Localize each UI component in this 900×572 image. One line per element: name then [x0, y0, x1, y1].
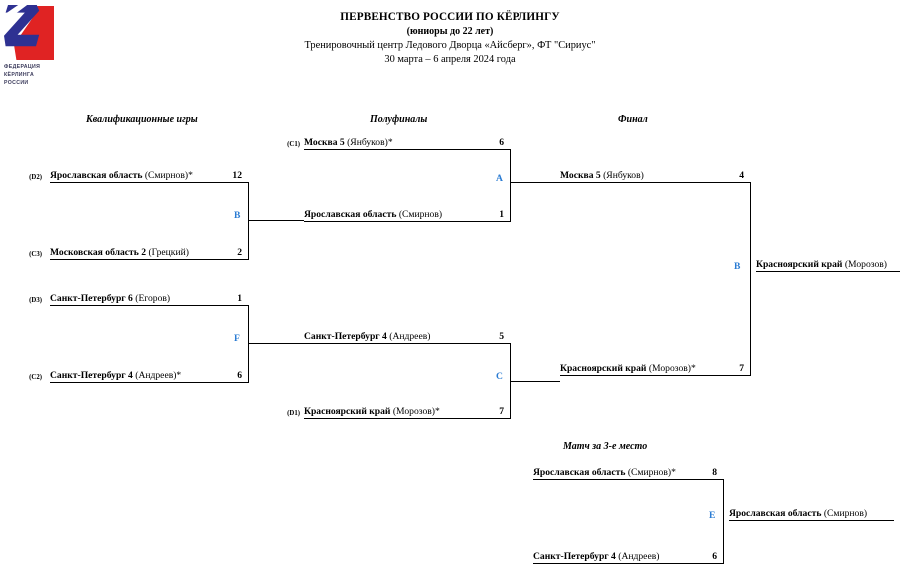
team-score: 12: [232, 170, 242, 181]
team-name: Санкт-Петербург 4: [533, 551, 616, 562]
bracket-connector: [248, 220, 304, 221]
page-title-block: ПЕРВЕНСТВО РОССИИ ПО КЁРЛИНГУ (юниоры до…: [250, 10, 650, 66]
page-subtitle: (юниоры до 22 лет): [406, 25, 494, 37]
team-row: Красноярский край (Морозов)*: [560, 363, 750, 376]
team-name: Санкт-Петербург 6: [50, 293, 133, 304]
round-heading-qualification: Квалификационные игры: [86, 114, 198, 125]
bracket-connector: [248, 343, 304, 344]
match-letter-final: B: [734, 261, 741, 272]
team-name: Московская область 2: [50, 247, 147, 258]
team-name: Санкт-Петербург 4: [304, 331, 387, 342]
page-title: ПЕРВЕНСТВО РОССИИ ПО КЁРЛИНГУ: [340, 11, 560, 23]
team-skip: (Егоров): [135, 293, 171, 304]
bracket-connector: [723, 479, 724, 564]
team-score: 5: [499, 331, 504, 342]
team-skip: (Морозов): [844, 259, 887, 270]
logo-text-line-2: КЁРЛИНГА: [4, 72, 35, 79]
team-score: 6: [499, 137, 504, 148]
team-score: 8: [712, 467, 717, 478]
team-row: Санкт-Петербург 4 (Андреев): [533, 551, 723, 564]
team-row: Ярославская область (Смирнов): [304, 209, 510, 222]
team-name: Москва 5: [560, 170, 601, 181]
bracket-connector: [248, 305, 249, 383]
match-letter-c: C: [496, 371, 503, 382]
team-score: 6: [712, 551, 717, 562]
team-name: Красноярский край: [304, 406, 391, 417]
match-letter-a: A: [496, 173, 503, 184]
team-row: Москва 5 (Янбуков)*: [304, 137, 510, 150]
team-skip: (Янбуков)*: [347, 137, 393, 148]
team-score: 1: [499, 209, 504, 220]
match-letter-f: F: [234, 333, 240, 344]
seed-label-d2: (D2): [29, 174, 42, 181]
team-name: Красноярский край: [560, 363, 647, 374]
team-row: Ярославская область (Смирнов)*: [533, 467, 723, 480]
team-score: 7: [499, 406, 504, 417]
team-name: Санкт-Петербург 4: [50, 370, 133, 381]
team-skip: (Смирнов): [823, 508, 868, 519]
team-skip: (Андреев)*: [135, 370, 182, 381]
team-skip: (Янбуков): [603, 170, 644, 181]
team-row: Санкт-Петербург 4 (Андреев)*: [50, 370, 248, 383]
bracket-connector: [510, 149, 511, 222]
seed-label-d1: (D1): [287, 410, 300, 417]
team-skip: (Смирнов): [398, 209, 443, 220]
team-skip: (Андреев): [618, 551, 660, 562]
team-name: Москва 5: [304, 137, 345, 148]
logo-text-line-1: ФЕДЕРАЦИЯ: [4, 64, 41, 70]
team-row: Ярославская область (Смирнов)*: [50, 170, 248, 183]
venue-text: Тренировочный центр Ледового Дворца «Айс…: [304, 39, 596, 51]
match-letter-b: B: [234, 210, 241, 221]
team-score: 4: [739, 170, 744, 181]
team-name: Ярославская область: [533, 467, 626, 478]
bracket-connector: [248, 182, 249, 260]
seed-label-c2: (C2): [29, 374, 42, 381]
team-score: 6: [237, 370, 242, 381]
logo-mark-icon: [4, 4, 56, 60]
team-row: Красноярский край (Морозов)*: [304, 406, 510, 419]
round-heading-semifinals: Полуфиналы: [370, 114, 428, 125]
team-skip: (Грецкий): [148, 247, 189, 258]
team-row: Москва 5 (Янбуков): [560, 170, 750, 183]
team-name: Ярославская область: [729, 508, 822, 519]
bracket-connector: [510, 381, 560, 382]
team-score: 2: [237, 247, 242, 258]
bracket-connector: [510, 182, 560, 183]
federation-logo: ФЕДЕРАЦИЯ КЁРЛИНГА РОССИИ: [4, 4, 60, 86]
team-score: 1: [237, 293, 242, 304]
team-row: Санкт-Петербург 6 (Егоров): [50, 293, 248, 306]
match-letter-e: E: [709, 510, 716, 521]
round-heading-third-place: Матч за 3-е место: [563, 441, 648, 452]
bracket-connector: [750, 182, 751, 376]
round-heading-final: Финал: [618, 114, 648, 125]
seed-label-c1: (C1): [287, 141, 300, 148]
team-name: Красноярский край: [756, 259, 843, 270]
dates-text: 30 марта – 6 апреля 2024 года: [384, 53, 516, 65]
seed-label-c3: (C3): [29, 251, 42, 258]
team-row: Московская область 2 (Грецкий): [50, 247, 248, 260]
third-place-winner-row: Ярославская область (Смирнов): [729, 508, 894, 521]
logo-text: ФЕДЕРАЦИЯ КЁРЛИНГА РОССИИ: [4, 63, 60, 87]
logo-text-line-3: РОССИИ: [4, 80, 29, 87]
team-skip: (Смирнов)*: [627, 467, 676, 478]
team-skip: (Андреев): [389, 331, 431, 342]
team-skip: (Морозов)*: [648, 363, 696, 374]
team-score: 7: [739, 363, 744, 374]
final-winner-row: Красноярский край (Морозов): [756, 259, 900, 272]
team-skip: (Смирнов)*: [144, 170, 193, 181]
seed-label-d3: (D3): [29, 297, 42, 304]
team-skip: (Морозов)*: [392, 406, 440, 417]
team-row: Санкт-Петербург 4 (Андреев): [304, 331, 510, 344]
team-name: Ярославская область: [50, 170, 143, 181]
team-name: Ярославская область: [304, 209, 397, 220]
